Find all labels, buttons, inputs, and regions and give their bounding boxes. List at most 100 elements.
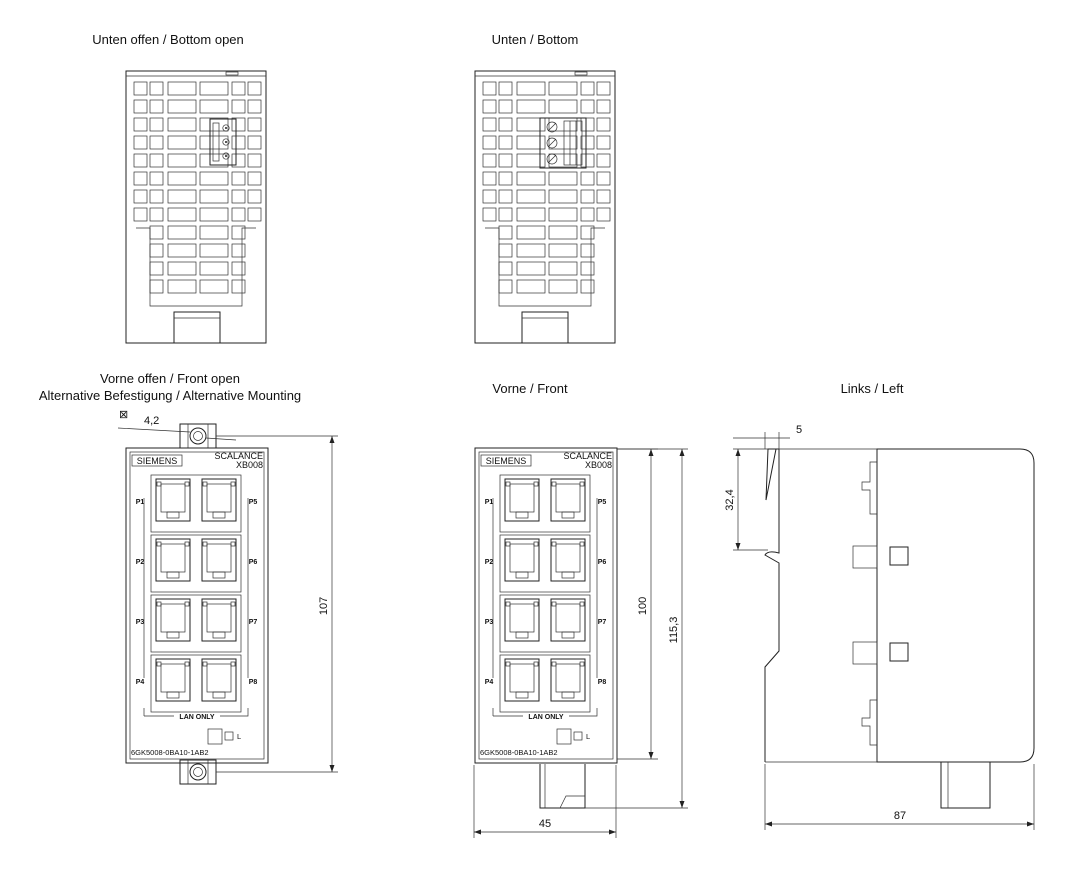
dimension-5: 5 [796, 424, 802, 436]
port-led [202, 661, 208, 667]
rj45-jack-outer [550, 658, 586, 702]
mounting-clip-top [179, 423, 217, 449]
rj45-jack-inner [509, 483, 535, 513]
port-label-right: P8 [249, 679, 258, 686]
vent-slot [596, 207, 611, 222]
rj45-port[interactable] [504, 478, 540, 522]
rj45-jack-outer [550, 538, 586, 582]
vent-slot [548, 171, 578, 186]
status-led [224, 731, 234, 741]
vent-slot [247, 171, 262, 186]
vent-slot [596, 117, 611, 132]
port-led [184, 601, 190, 607]
vent-slot [516, 225, 546, 240]
port-label-right: P6 [598, 559, 607, 566]
bottom-open-vent-grid [133, 81, 262, 294]
port-label-left: P3 [485, 619, 494, 626]
rj45-port[interactable] [201, 538, 237, 582]
port-led [551, 481, 557, 487]
vent-slot [199, 189, 229, 204]
vent-slot [133, 135, 148, 150]
rj45-port[interactable] [504, 658, 540, 702]
model-label-line2: XB008 [236, 460, 263, 470]
panel-outline [125, 447, 269, 764]
led-label: L [586, 732, 590, 741]
brand-label: SIEMENS [137, 456, 178, 466]
status-led [573, 731, 583, 741]
vent-slot [133, 117, 148, 132]
port-led [551, 541, 557, 547]
view-title-left: Links / Left [841, 381, 904, 396]
rj45-port[interactable] [155, 598, 191, 642]
vent-slot [596, 135, 611, 150]
port-group [150, 534, 242, 593]
rj45-jack-outer [155, 538, 191, 582]
rj45-port[interactable] [155, 478, 191, 522]
dim-height-open: 107 [216, 435, 338, 773]
dim-clip-offset: 5 [733, 424, 802, 449]
vent-slot [167, 207, 197, 222]
led-label: L [237, 732, 241, 741]
port-led [230, 601, 236, 607]
port-group [499, 474, 591, 533]
port-label-right: P7 [249, 619, 258, 626]
rj45-port[interactable] [201, 478, 237, 522]
rj45-latch [561, 631, 575, 639]
rj45-jack-outer [504, 658, 540, 702]
vent-slot [498, 261, 513, 276]
din-rail-mount [539, 764, 586, 809]
vent-slot [580, 171, 595, 186]
vent-slot [167, 153, 197, 168]
rj45-jack-outer [155, 658, 191, 702]
rj45-port[interactable] [550, 598, 586, 642]
rj45-port[interactable] [155, 538, 191, 582]
rj45-latch [561, 571, 575, 579]
dimension-100: 100 [637, 597, 649, 615]
rj45-jack-inner [509, 543, 535, 573]
dimension-45: 45 [539, 818, 551, 830]
power-connector-symbol [207, 728, 223, 745]
rj45-latch [515, 511, 529, 519]
rj45-latch [561, 691, 575, 699]
lan-bracket [143, 708, 249, 717]
rj45-port[interactable] [201, 658, 237, 702]
vent-slot [596, 189, 611, 204]
rj45-jack-outer [550, 598, 586, 642]
vent-slot [482, 135, 497, 150]
rj45-port[interactable] [201, 598, 237, 642]
vent-slot [548, 261, 578, 276]
vent-slot [247, 81, 262, 96]
vent-slot [498, 135, 513, 150]
rj45-port[interactable] [155, 658, 191, 702]
vent-slot [482, 117, 497, 132]
vent-slot [580, 189, 595, 204]
port-led [579, 601, 585, 607]
port-led [202, 541, 208, 547]
vent-slot [167, 189, 197, 204]
lan-bracket [492, 708, 598, 717]
port-led [230, 661, 236, 667]
rj45-port[interactable] [550, 538, 586, 582]
vent-slot [149, 81, 164, 96]
vent-slot [498, 243, 513, 258]
rj45-port[interactable] [504, 538, 540, 582]
rj45-jack-outer [504, 478, 540, 522]
rj45-port[interactable] [550, 658, 586, 702]
model-label-line2: XB008 [585, 460, 612, 470]
vent-slot [498, 279, 513, 294]
port-group [150, 594, 242, 653]
vent-slot [199, 81, 229, 96]
port-label-right: P6 [249, 559, 258, 566]
vent-slot [149, 99, 164, 114]
vent-slot [247, 189, 262, 204]
port-led [230, 481, 236, 487]
rj45-port[interactable] [504, 598, 540, 642]
rj45-port[interactable] [550, 478, 586, 522]
vent-slot [199, 99, 229, 114]
vent-slot [516, 117, 546, 132]
vent-slot [231, 153, 246, 168]
rj45-jack-inner [206, 543, 232, 573]
vent-slot [548, 99, 578, 114]
